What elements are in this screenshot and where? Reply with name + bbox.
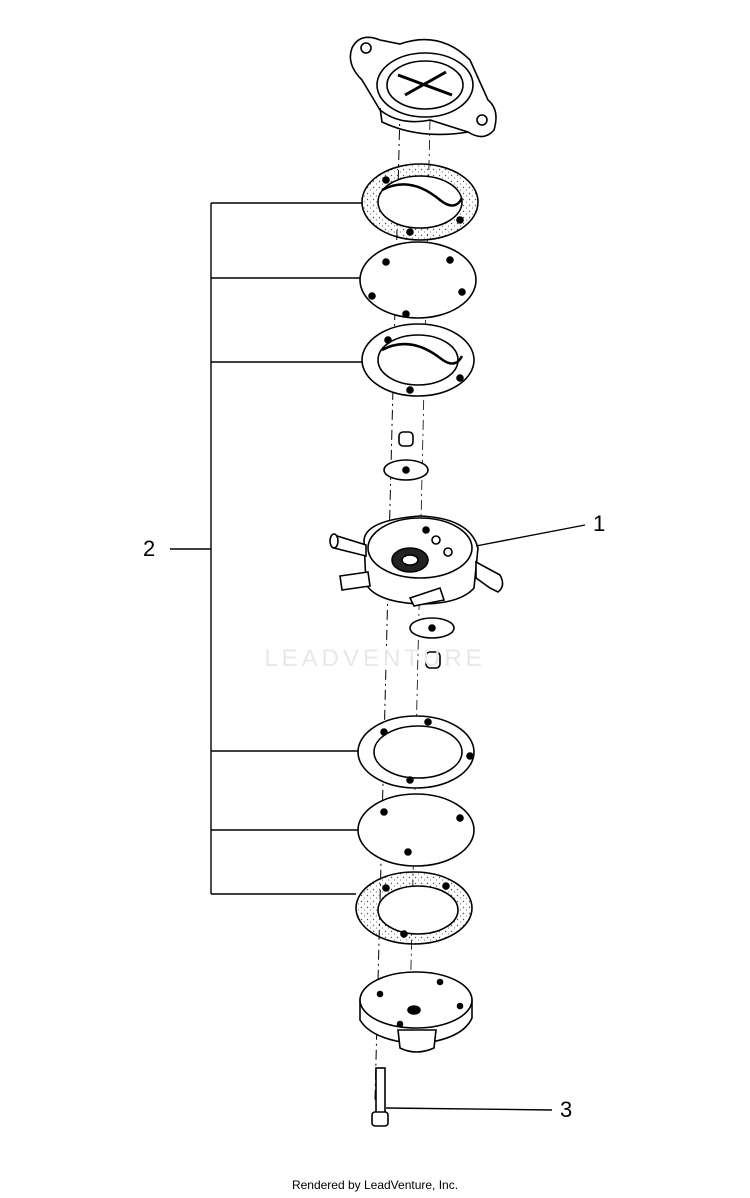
pump-body [329, 515, 504, 607]
valve-upper [383, 431, 429, 481]
footer-credit: Rendered by LeadVenture, Inc. [291, 1178, 459, 1192]
pump-bottom-cover [359, 971, 473, 1053]
callout-1-leader [475, 524, 586, 547]
gasket-upper-1 [361, 163, 479, 241]
callout-3-leader [385, 1107, 553, 1111]
diaphragm-upper [359, 241, 477, 319]
gasket-lower-2 [355, 871, 473, 945]
gasket-upper-2 [361, 323, 475, 397]
watermark-text: LEADVENTURE [264, 645, 486, 672]
callout-3-label: 3 [560, 1097, 573, 1122]
gasket-lower-1 [357, 715, 475, 789]
pump-top-cover [349, 36, 497, 138]
screw [371, 1067, 389, 1127]
callout-2-bracket [170, 202, 362, 895]
diaphragm-lower [357, 793, 475, 867]
callout-2-label: 2 [143, 536, 156, 561]
valve-lower [409, 617, 455, 669]
callout-1-label: 1 [593, 511, 606, 536]
